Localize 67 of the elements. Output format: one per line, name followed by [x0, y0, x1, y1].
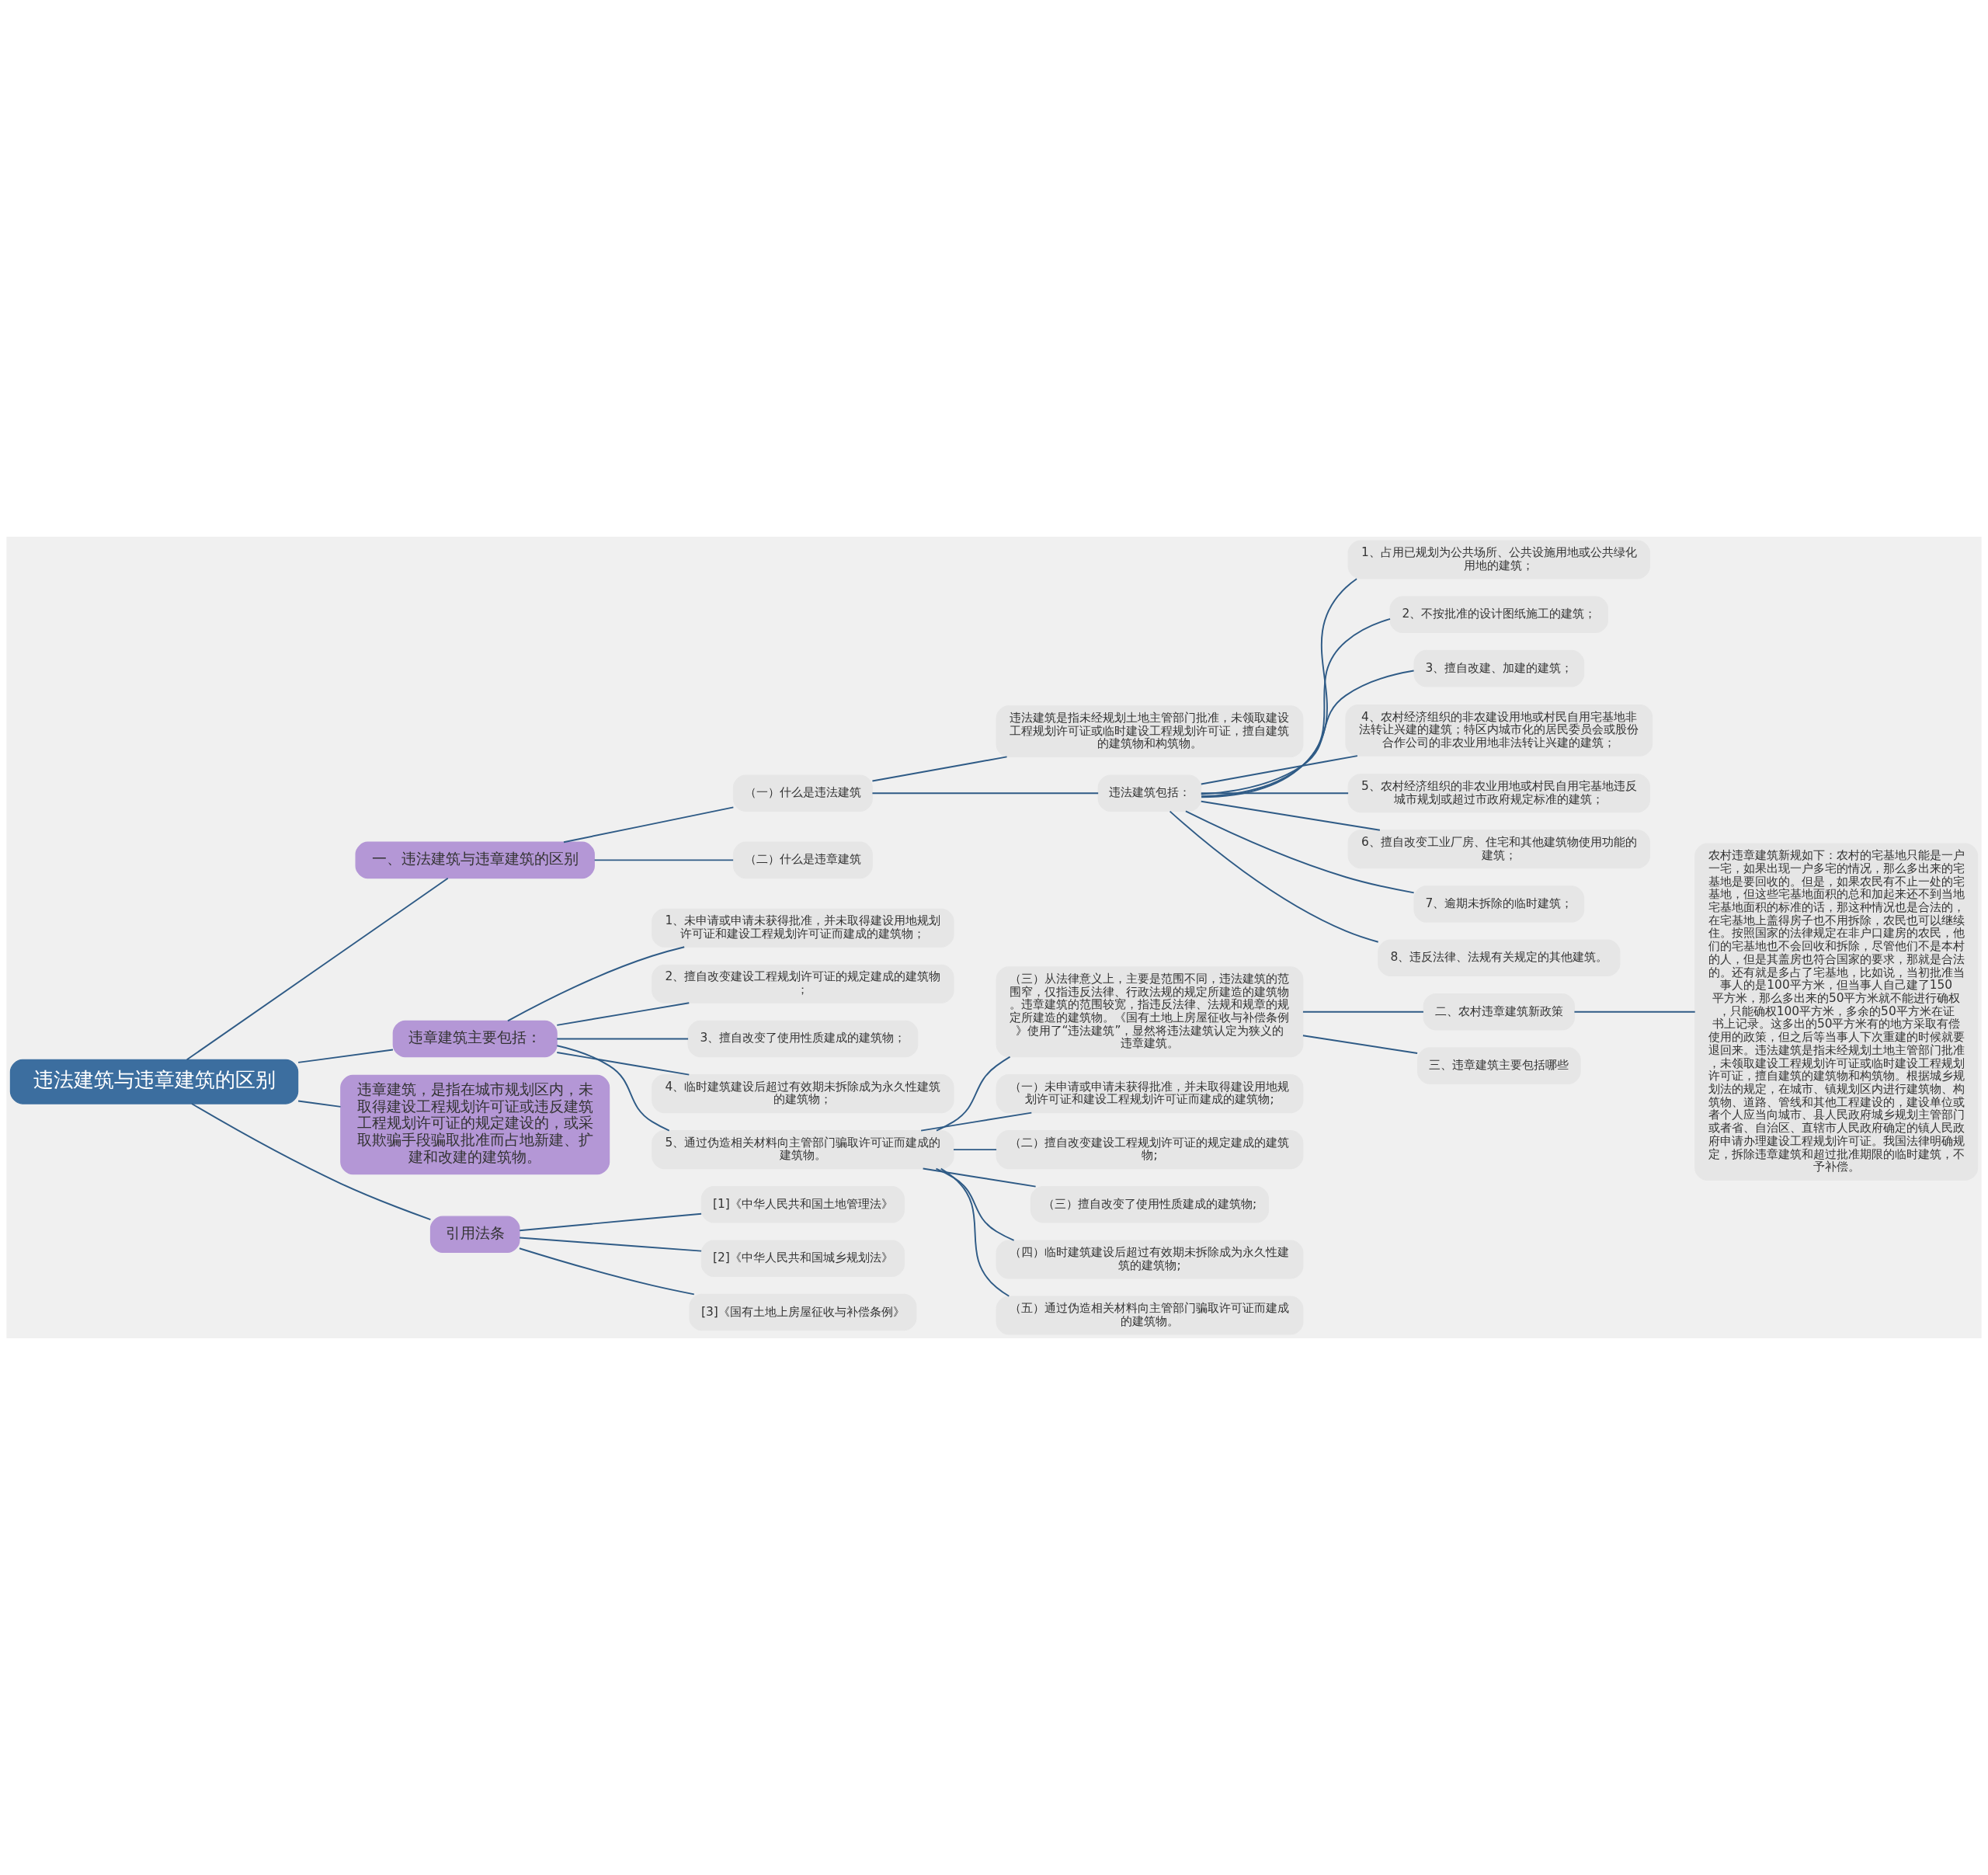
- node-box: 4、临时建筑建设后超过有效期未拆除成为永久性建筑的建筑物；: [652, 1074, 954, 1114]
- node-box: 三、违章建筑主要包括哪些: [1416, 1047, 1581, 1084]
- connector: [1200, 755, 1358, 785]
- connector: [297, 1100, 342, 1108]
- node-box: 5、通过伪造相关材料向主管部门骗取许可证而建成的建筑物。: [652, 1130, 954, 1170]
- node-box: （二）擅自改变建设工程规划许可证的规定建成的建筑物;: [996, 1130, 1304, 1170]
- connector: [1201, 578, 1358, 798]
- connector: [1200, 670, 1415, 795]
- node-box: 违章建筑，是指在城市规划区内，未取得建设工程规划许可证或违反建筑工程规划许可证的规定建设的，或采取欺骗手段骗取批准而占地新建、扩建和改建的建筑物。: [340, 1074, 610, 1175]
- node-box: 5、农村经济组织的非农业用地或村民自用宅基地违反城市规划或超过市政府规定标准的建筑；: [1347, 774, 1650, 813]
- connector: [556, 1052, 690, 1076]
- node-box: 违法建筑是指未经规划土地主管部门批准，未领取建设工程规划许可证或临时建设工程规划许可证，擅自建筑的建筑物和构筑物。: [996, 705, 1304, 758]
- node-box: 1、未申请或申请未获得批准，并未取得建设用地规划许可证和建设工程规划许可证而建成的建筑物；: [652, 908, 954, 948]
- node-box: 1、占用已规划为公共场所、公共设施用地或公共绿化用地的建筑；: [1347, 540, 1650, 579]
- connector: [1169, 810, 1379, 943]
- connector: [563, 806, 735, 844]
- connector: [297, 1049, 394, 1063]
- node-box: （三）擅自改变了使用性质建成的建筑物;: [1030, 1186, 1270, 1223]
- connector: [556, 1038, 690, 1040]
- connector: [1184, 810, 1415, 894]
- node-box: 违章建筑主要包括：: [392, 1020, 558, 1058]
- node-box: （一）什么是违法建筑: [732, 774, 873, 812]
- node-box: 3、擅自改变了使用性质建成的建筑物；: [687, 1020, 919, 1058]
- node-box: 二、农村违章建筑新政策: [1423, 993, 1575, 1031]
- connector: [556, 1002, 690, 1026]
- connector: [519, 1212, 703, 1232]
- connector: [519, 1237, 703, 1252]
- connector: [186, 877, 449, 1061]
- connector: [871, 756, 1008, 782]
- connector: [935, 1167, 1015, 1241]
- connector: [953, 1149, 998, 1151]
- connector: [1573, 1011, 1696, 1013]
- connector: [519, 1247, 695, 1296]
- node-box: （三）从法律意义上，主要是范围不同，违法建筑的范围窄，仅指违反法律、行政法规的规定所建造的建筑物。违章建筑的范围较宽，指违反法律、法规和规章的规定所建造的建筑物。《国有土地上房屋征收与补偿条例》使用了“违法建筑”，显然将违法建筑认定为狭义的违章建筑。: [996, 966, 1304, 1058]
- node-box: 引用法条: [429, 1216, 520, 1254]
- connector: [940, 1167, 1010, 1297]
- node-box: [3]《国有土地上房屋征收与补偿条例》: [689, 1293, 917, 1331]
- connector: [506, 946, 686, 1022]
- node-box: 4、农村经济组织的非农建设用地或村民自用宅基地非法转让兴建的建筑；特区内城市化的居民委员会或股份合作公司的非农业用地非法转让兴建的建筑；: [1345, 704, 1653, 757]
- node-box: [2]《中华人民共和国城乡规划法》: [700, 1240, 905, 1277]
- node-box: （一）未申请或申请未获得批准，并未取得建设用地规划许可证和建设工程规划许可证而建成的建筑物;: [996, 1074, 1304, 1114]
- connector: [556, 1045, 670, 1132]
- connector: [922, 1167, 1037, 1188]
- connector: [1201, 617, 1391, 798]
- connector: [1302, 1011, 1424, 1013]
- connector: [1200, 800, 1381, 831]
- node-box: 违法建筑与违章建筑的区别: [9, 1059, 299, 1104]
- node-box: 违法建筑包括：: [1097, 774, 1202, 812]
- node-box: （四）临时建筑建设后超过有效期未拆除成为永久性建筑的建筑物;: [996, 1240, 1304, 1279]
- connector: [920, 1111, 1033, 1132]
- connector: [593, 859, 735, 861]
- node-box: 7、逾期未拆除的临时建筑；: [1413, 885, 1585, 923]
- connector: [1200, 792, 1350, 795]
- connector: [190, 1103, 432, 1221]
- node-box: 3、擅自改建、加建的建筑；: [1413, 649, 1585, 687]
- node-box: （二）什么是违章建筑: [732, 841, 873, 879]
- connector: [871, 792, 1100, 795]
- node-box: 6、擅自改变工业厂房、住宅和其他建筑物使用功能的建筑；: [1347, 830, 1650, 869]
- node-box: （五）通过伪造相关材料向主管部门骗取许可证而建成的建筑物。: [996, 1296, 1304, 1335]
- node-box: 2、不按批准的设计图纸施工的建筑；: [1389, 596, 1609, 634]
- node-box: 2、擅自改变建设工程规划许可证的规定建成的建筑物；: [652, 964, 954, 1004]
- node-box: 8、违反法律、法规有关规定的其他建筑。: [1378, 939, 1621, 977]
- node-box: 农村违章建筑新规如下：农村的宅基地只能是一户一宅，如果出现一户多宅的情况，那么多出来的宅基地是要回收的。但是，如果农民有不止一处的宅基地，但这些宅基地面积的总和加起来还不到当地宅基地面积的标准的话，那这种情况也是合法的，在宅基地上盖得房子也不用拆除，农民也可以继续住。按照国家的法律规定在非户口建房的农民，他们的宅基地也不会回收和拆除，尽管他们不是本村的人，但是其盖房也符合国家的要求，那就是合法的。还有就是多占了宅基地，比如说，当初批准当事人的是100平方米，但当事人自己建了150平方米，那么多出来的50平方米就不能进行确权，只能确权100平方米，多余的50平方米在证书上记录。这多出的50平方米有的地方采取有偿使用的政策，但之后等当事人下次重建的时候就要退回来。违法建筑是指未经规划土地主管部门批准，未领取建设工程规划许可证或临时建设工程规划许可证，擅自建筑的建筑物和构筑物。根据城乡规划法的规定，在城市、镇规划区内进行建筑物、构筑物、道路、管线和其他工程建设的，建设单位或者个人应当向城市、县人民政府城乡规划主管部门或者省、自治区、直辖市人民政府确定的镇人民政府申请办理建设工程规划许可证。我国法律明确规定，拆除违章建筑和超过批准期限的临时建筑，不予补偿。: [1694, 843, 1979, 1181]
- connector: [936, 1056, 1011, 1132]
- node-box: 一、违法建筑与违章建筑的区别: [355, 841, 595, 879]
- node-box: [1]《中华人民共和国土地管理法》: [700, 1186, 905, 1223]
- connector: [1302, 1035, 1419, 1054]
